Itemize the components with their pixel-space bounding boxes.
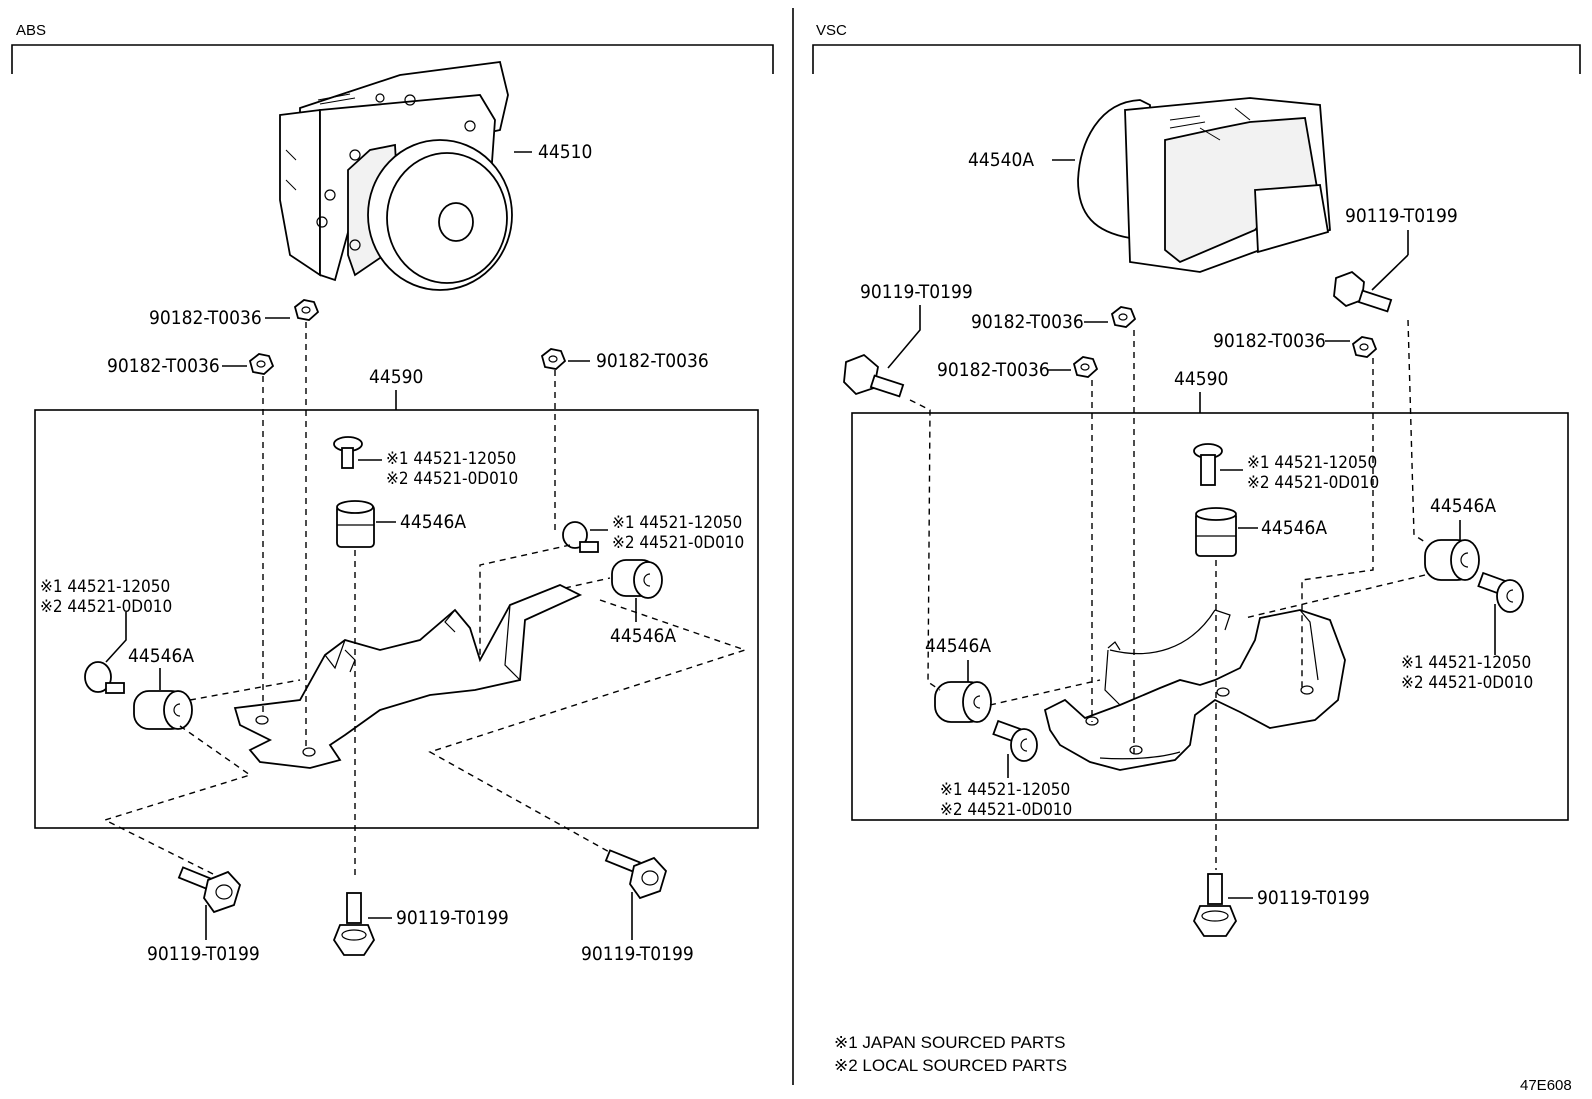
leader-line: [1371, 254, 1409, 291]
pin-icon: [333, 436, 363, 469]
part-label-vsc-nut-right: 90182-T0036: [1213, 330, 1326, 352]
part-label-abs-actuator: 44510: [538, 141, 592, 163]
part-label-abs-pin-center-1: ※1 44521-12050: [386, 449, 516, 469]
pin-icon: [1477, 571, 1524, 613]
pin-icon: [562, 521, 599, 553]
pin-icon: [1193, 443, 1223, 486]
pin-icon: [84, 661, 125, 694]
cushion-icon: [934, 681, 992, 723]
part-label-abs-pin-center-2: ※2 44521-0D010: [386, 469, 518, 489]
part-label-abs-nut-top: 90182-T0036: [149, 307, 262, 329]
part-label-vsc-cushion-right: 44546A: [1430, 495, 1496, 517]
pin-icon: [992, 719, 1038, 762]
bolt-icon: [1333, 270, 1393, 313]
part-label-abs-cushion-right: 44546A: [610, 625, 676, 647]
part-label-vsc-bolt-top-left: 90119-T0199: [860, 281, 973, 303]
figure-id: 47E608: [1520, 1077, 1572, 1094]
part-label-abs-bracket: 44590: [369, 366, 423, 388]
cushion-icon: [336, 500, 375, 548]
vsc-bracket-plate-drawing: [1043, 609, 1346, 771]
nut-icon: [248, 353, 275, 375]
cushion-icon: [1195, 507, 1237, 557]
part-label-abs-cushion-left: 44546A: [128, 645, 194, 667]
part-label-abs-pin-left-1: ※1 44521-12050: [40, 577, 170, 597]
part-label-vsc-nut-top: 90182-T0036: [971, 311, 1084, 333]
nut-icon: [1110, 306, 1137, 328]
vsc-bracket-assembly-box: [851, 412, 1569, 821]
bolt-icon: [177, 866, 242, 914]
nut-icon: [540, 348, 567, 370]
cushion-icon: [133, 690, 193, 730]
part-label-vsc-actuator: 44540A: [968, 149, 1034, 171]
part-label-vsc-bolt-top-right: 90119-T0199: [1345, 205, 1458, 227]
abs-section-bracket: [11, 44, 774, 74]
part-label-abs-pin-right-1: ※1 44521-12050: [612, 513, 742, 533]
note-local-sourced: ※2 LOCAL SOURCED PARTS: [834, 1056, 1067, 1075]
part-label-vsc-pin-center-1: ※1 44521-12050: [1247, 453, 1377, 473]
part-label-abs-bolt-center: 90119-T0199: [396, 907, 509, 929]
vsc-section-bracket: [812, 44, 1581, 74]
abs-actuator-drawing: [279, 61, 513, 291]
part-label-vsc-cushion-center: 44546A: [1261, 517, 1327, 539]
abs-bracket-plate-drawing: [233, 584, 583, 769]
cushion-icon: [1424, 539, 1480, 581]
part-label-abs-cushion-center: 44546A: [400, 511, 466, 533]
note-japan-sourced: ※1 JAPAN SOURCED PARTS: [834, 1033, 1066, 1052]
leader-line: [887, 305, 921, 369]
vsc-actuator-drawing: [1077, 97, 1331, 273]
bolt-icon: [843, 353, 905, 398]
part-label-abs-nut-left: 90182-T0036: [107, 355, 220, 377]
nut-icon: [1351, 336, 1378, 358]
part-label-abs-nut-right: 90182-T0036: [596, 350, 709, 372]
bolt-icon: [1192, 873, 1238, 937]
part-label-vsc-pin-right-2: ※2 44521-0D010: [1401, 673, 1533, 693]
bolt-icon: [332, 892, 376, 956]
vsc-section-title: VSC: [816, 22, 847, 39]
part-label-vsc-pin-left-2: ※2 44521-0D010: [940, 800, 1072, 820]
part-label-vsc-pin-center-2: ※2 44521-0D010: [1247, 473, 1379, 493]
part-label-vsc-bolt-bottom: 90119-T0199: [1257, 887, 1370, 909]
abs-alignment-lines: [103, 322, 748, 880]
bolt-icon: [604, 849, 668, 900]
abs-bracket-assembly-box: [34, 409, 759, 829]
leader-line: [105, 612, 127, 663]
nut-icon: [293, 299, 320, 321]
vsc-alignment-lines: [909, 319, 1426, 870]
abs-section-title: ABS: [16, 22, 46, 39]
part-label-vsc-bracket: 44590: [1174, 368, 1228, 390]
cushion-icon: [611, 559, 663, 599]
part-label-abs-bolt-right: 90119-T0199: [581, 943, 694, 965]
nut-icon: [1072, 356, 1099, 378]
part-label-abs-pin-right-2: ※2 44521-0D010: [612, 533, 744, 553]
part-label-vsc-pin-left-1: ※1 44521-12050: [940, 780, 1070, 800]
part-label-abs-bolt-left: 90119-T0199: [147, 943, 260, 965]
part-label-vsc-nut-left: 90182-T0036: [937, 359, 1050, 381]
part-label-vsc-cushion-left: 44546A: [925, 635, 991, 657]
part-label-abs-pin-left-2: ※2 44521-0D010: [40, 597, 172, 617]
part-label-vsc-pin-right-1: ※1 44521-12050: [1401, 653, 1531, 673]
